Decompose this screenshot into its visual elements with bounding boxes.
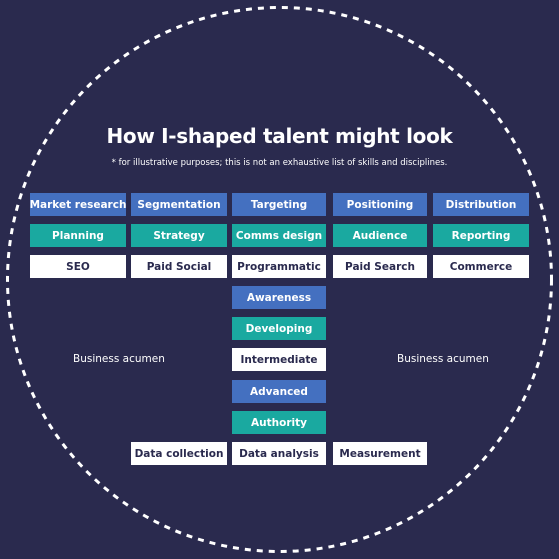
skill-market-research: Market research <box>30 193 126 216</box>
skill-distribution: Distribution <box>433 193 529 216</box>
diagram-subtitle: * for illustrative purposes; this is not… <box>111 158 448 168</box>
level-developing: Developing <box>232 317 326 340</box>
skill-programmatic: Programmatic <box>232 255 326 278</box>
level-authority: Authority <box>232 411 326 434</box>
skill-data-analysis: Data analysis <box>232 442 326 465</box>
skill-targeting: Targeting <box>232 193 326 216</box>
diagram-title: How I-shaped talent might look <box>106 124 453 148</box>
business-acumen-left: Business acumen <box>73 353 165 365</box>
skill-segmentation: Segmentation <box>131 193 227 216</box>
level-awareness: Awareness <box>232 286 326 309</box>
level-advanced: Advanced <box>232 380 326 403</box>
skill-data-collection: Data collection <box>131 442 227 465</box>
skill-planning: Planning <box>30 224 126 247</box>
skill-commerce: Commerce <box>433 255 529 278</box>
business-acumen-right: Business acumen <box>397 353 489 365</box>
skill-measurement: Measurement <box>333 442 427 465</box>
skill-paid-social: Paid Social <box>131 255 227 278</box>
skill-positioning: Positioning <box>333 193 427 216</box>
skill-seo: SEO <box>30 255 126 278</box>
skill-audience: Audience <box>333 224 427 247</box>
skill-paid-search: Paid Search <box>333 255 427 278</box>
skill-strategy: Strategy <box>131 224 227 247</box>
level-intermediate: Intermediate <box>232 348 326 371</box>
skill-reporting: Reporting <box>433 224 529 247</box>
skill-comms-design: Comms design <box>232 224 326 247</box>
